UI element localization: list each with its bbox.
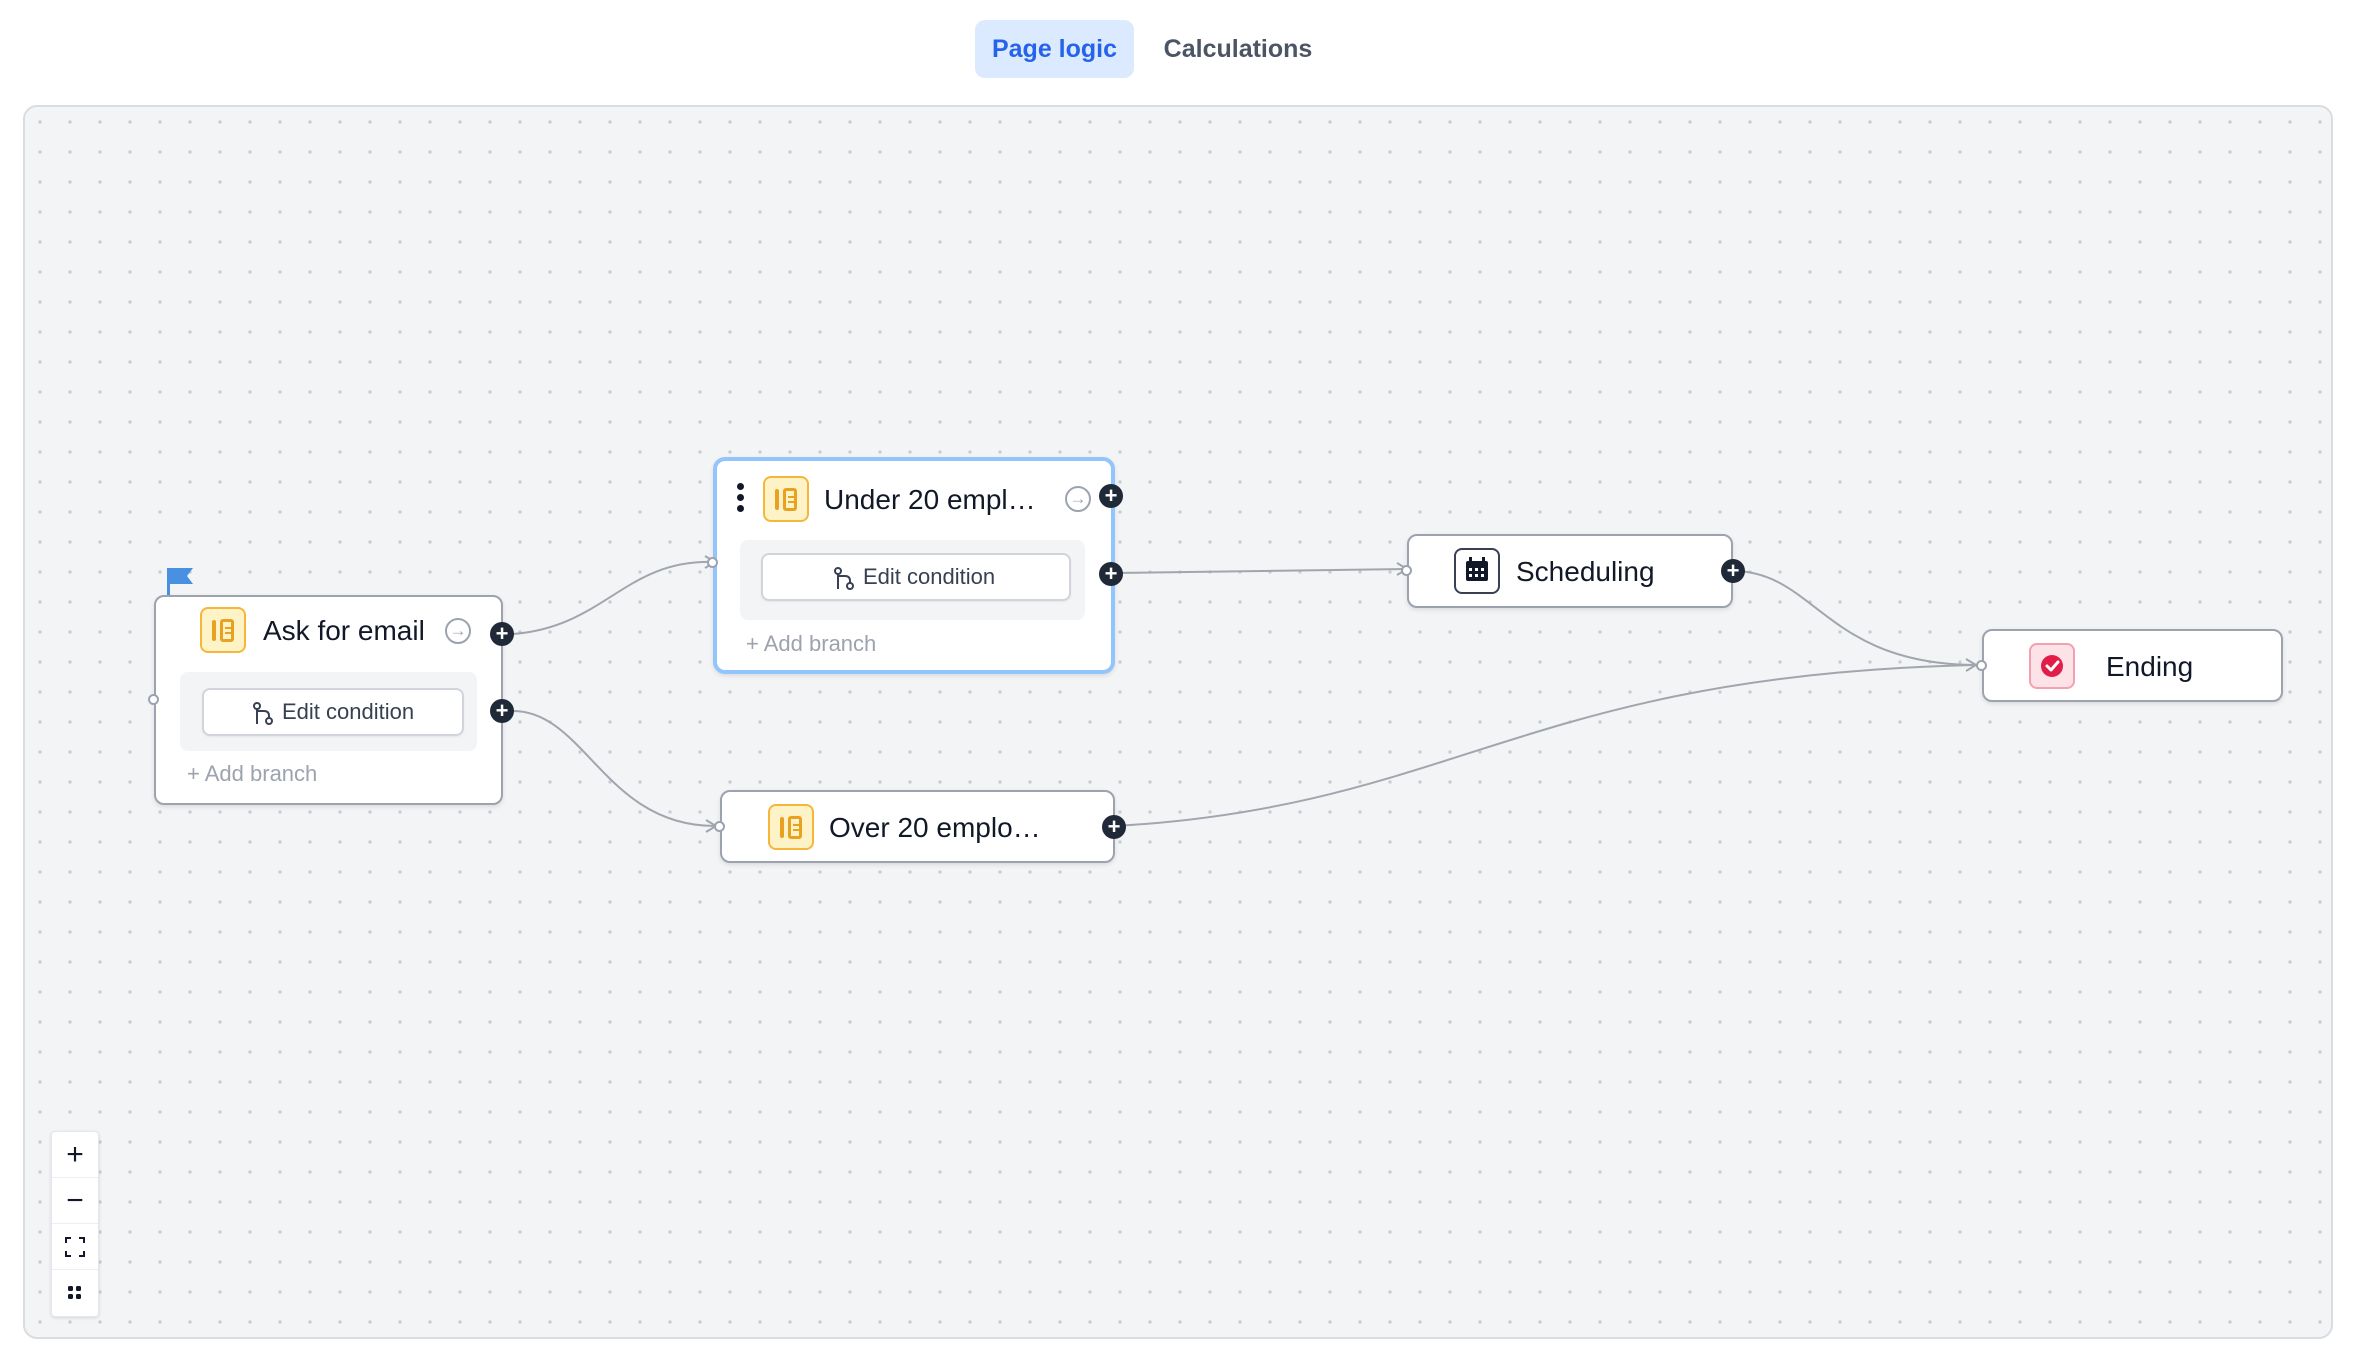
condition-area: Edit condition xyxy=(180,672,477,751)
add-next-step-button[interactable]: + xyxy=(490,622,514,646)
fit-view-button[interactable] xyxy=(52,1224,98,1270)
add-next-step-button[interactable]: + xyxy=(1099,484,1123,508)
edit-condition-button[interactable]: Edit condition xyxy=(761,553,1071,601)
edit-condition-button[interactable]: Edit condition xyxy=(202,688,464,736)
edge-ask-to-over20 xyxy=(512,710,716,827)
grid-dots-icon xyxy=(68,1286,81,1299)
node-over-20-employees[interactable]: Over 20 emplo… xyxy=(720,790,1115,863)
node-under-20-employees[interactable]: Under 20 empl… → Edit condition + Add br… xyxy=(713,457,1115,674)
node-ending[interactable]: Ending xyxy=(1982,629,2283,702)
node-title: Ending xyxy=(2106,651,2194,682)
node-title: Scheduling xyxy=(1516,556,1655,587)
add-next-step-button[interactable]: + xyxy=(1721,559,1745,583)
input-handle[interactable] xyxy=(148,694,159,705)
add-branch-target-button[interactable]: + xyxy=(1099,562,1123,586)
tab-page-logic[interactable]: Page logic xyxy=(975,20,1134,78)
condition-area: Edit condition xyxy=(740,540,1085,620)
flow-canvas[interactable]: Ask for email → Edit condition + Add bra… xyxy=(23,105,2333,1339)
form-page-icon xyxy=(768,804,814,850)
form-page-icon xyxy=(200,607,246,653)
input-handle[interactable] xyxy=(1401,565,1412,576)
fit-view-icon xyxy=(65,1237,85,1257)
edge-under20-to-scheduling xyxy=(1112,568,1407,574)
node-title: Over 20 emplo… xyxy=(829,812,1041,843)
node-ask-for-email[interactable]: Ask for email → Edit condition + Add bra… xyxy=(154,595,503,805)
more-options-icon[interactable] xyxy=(737,483,747,513)
start-flag-icon xyxy=(167,568,193,596)
add-branch-link[interactable]: + Add branch xyxy=(187,761,318,786)
logic-tabs: Page logic Calculations xyxy=(0,20,2360,78)
input-handle[interactable] xyxy=(1976,660,1987,671)
check-circle-icon xyxy=(2029,643,2075,689)
node-scheduling[interactable]: Scheduling xyxy=(1407,534,1733,608)
node-title: Ask for email xyxy=(263,615,425,646)
zoom-out-button[interactable]: − xyxy=(52,1178,98,1224)
go-to-page-icon[interactable]: → xyxy=(445,618,471,644)
zoom-in-button[interactable]: + xyxy=(52,1132,98,1178)
go-to-page-icon[interactable]: → xyxy=(1065,486,1091,512)
toggle-interactivity-button[interactable] xyxy=(52,1270,98,1316)
form-page-icon xyxy=(763,476,809,522)
edge-ask-to-under20 xyxy=(512,560,715,635)
edge-over20-to-ending xyxy=(1114,664,1976,827)
add-next-step-button[interactable]: + xyxy=(1102,815,1126,839)
input-handle[interactable] xyxy=(714,821,725,832)
node-title: Under 20 empl… xyxy=(824,484,1036,515)
add-branch-target-button[interactable]: + xyxy=(490,699,514,723)
branch-icon xyxy=(834,567,854,590)
add-branch-link[interactable]: + Add branch xyxy=(746,631,877,656)
edge-scheduling-to-ending xyxy=(1732,570,1976,666)
calendar-icon xyxy=(1454,548,1500,594)
branch-icon xyxy=(253,702,273,725)
zoom-controls: + − xyxy=(51,1131,99,1317)
edit-condition-label: Edit condition xyxy=(863,564,996,589)
edit-condition-label: Edit condition xyxy=(282,699,415,724)
tab-calculations[interactable]: Calculations xyxy=(1163,35,1313,63)
input-handle[interactable] xyxy=(707,557,718,568)
